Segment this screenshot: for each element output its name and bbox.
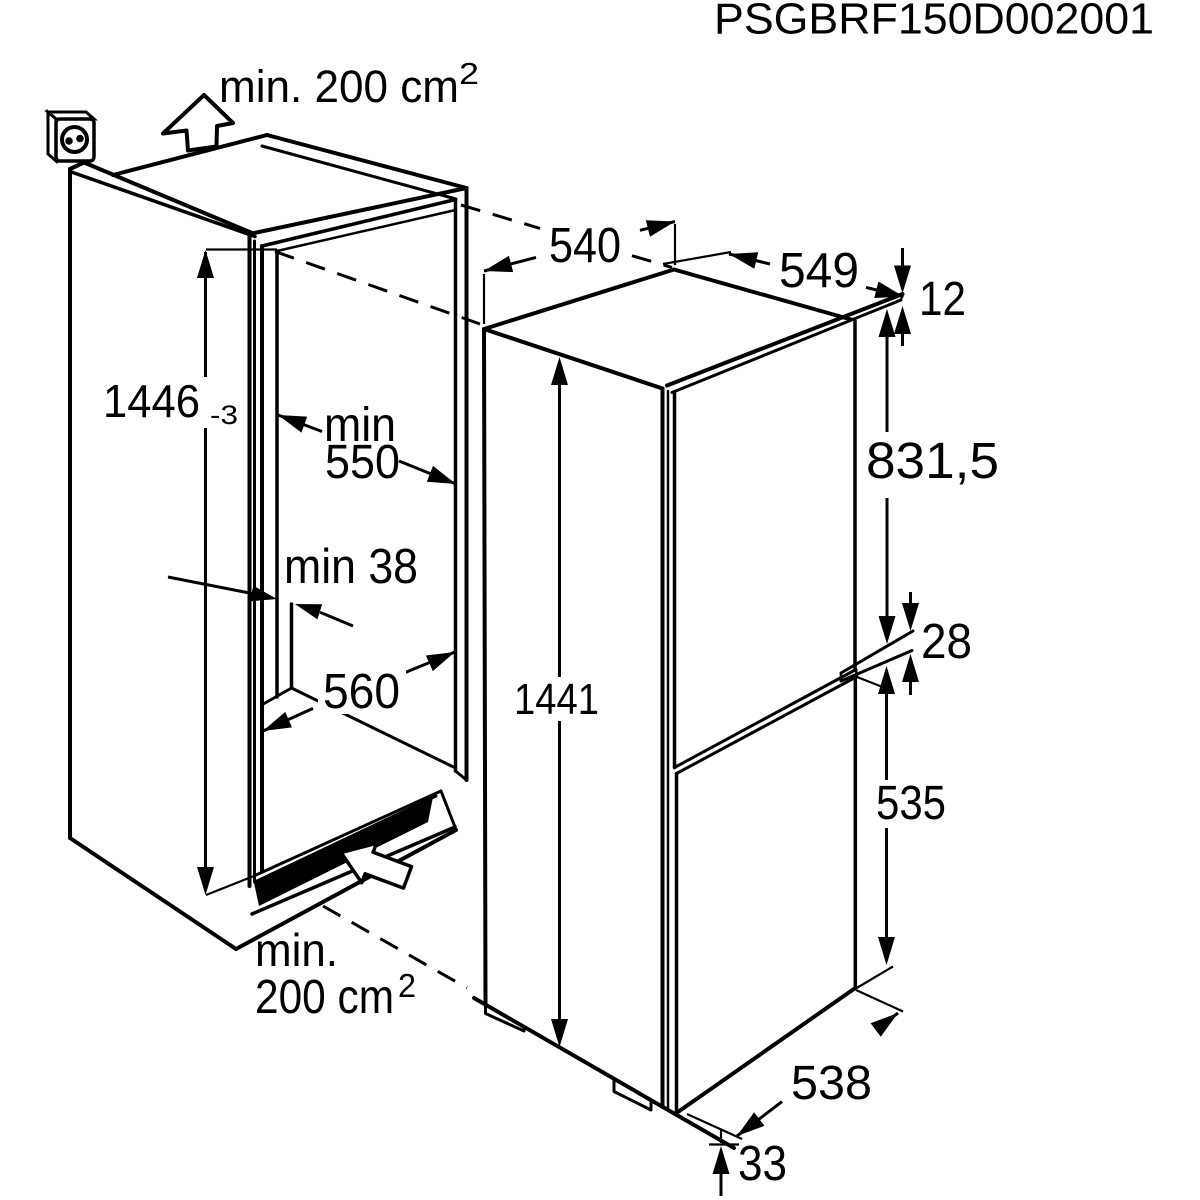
svg-text:-3: -3 [210, 400, 238, 430]
svg-text:PSGBRF150D002001: PSGBRF150D002001 [714, 0, 1154, 44]
svg-text:33: 33 [738, 1137, 787, 1191]
svg-text:831,5: 831,5 [866, 432, 999, 489]
svg-text:min. 200 cm: min. 200 cm [219, 61, 459, 112]
svg-text:535: 535 [876, 777, 946, 830]
svg-text:12: 12 [919, 273, 966, 326]
svg-text:min.: min. [255, 924, 338, 976]
svg-text:540: 540 [549, 219, 621, 273]
svg-text:550: 550 [325, 436, 400, 489]
svg-text:549: 549 [779, 244, 859, 298]
svg-text:200 cm: 200 cm [255, 971, 394, 1024]
svg-text:560: 560 [323, 665, 400, 719]
svg-text:28: 28 [921, 615, 972, 669]
svg-text:min 38: min 38 [284, 540, 418, 594]
svg-text:538: 538 [791, 1057, 872, 1110]
svg-text:min: min [324, 399, 396, 452]
svg-text:2: 2 [459, 56, 479, 91]
svg-text:1441: 1441 [514, 675, 599, 724]
svg-text:2: 2 [398, 967, 416, 1004]
svg-text:1446: 1446 [103, 375, 200, 427]
